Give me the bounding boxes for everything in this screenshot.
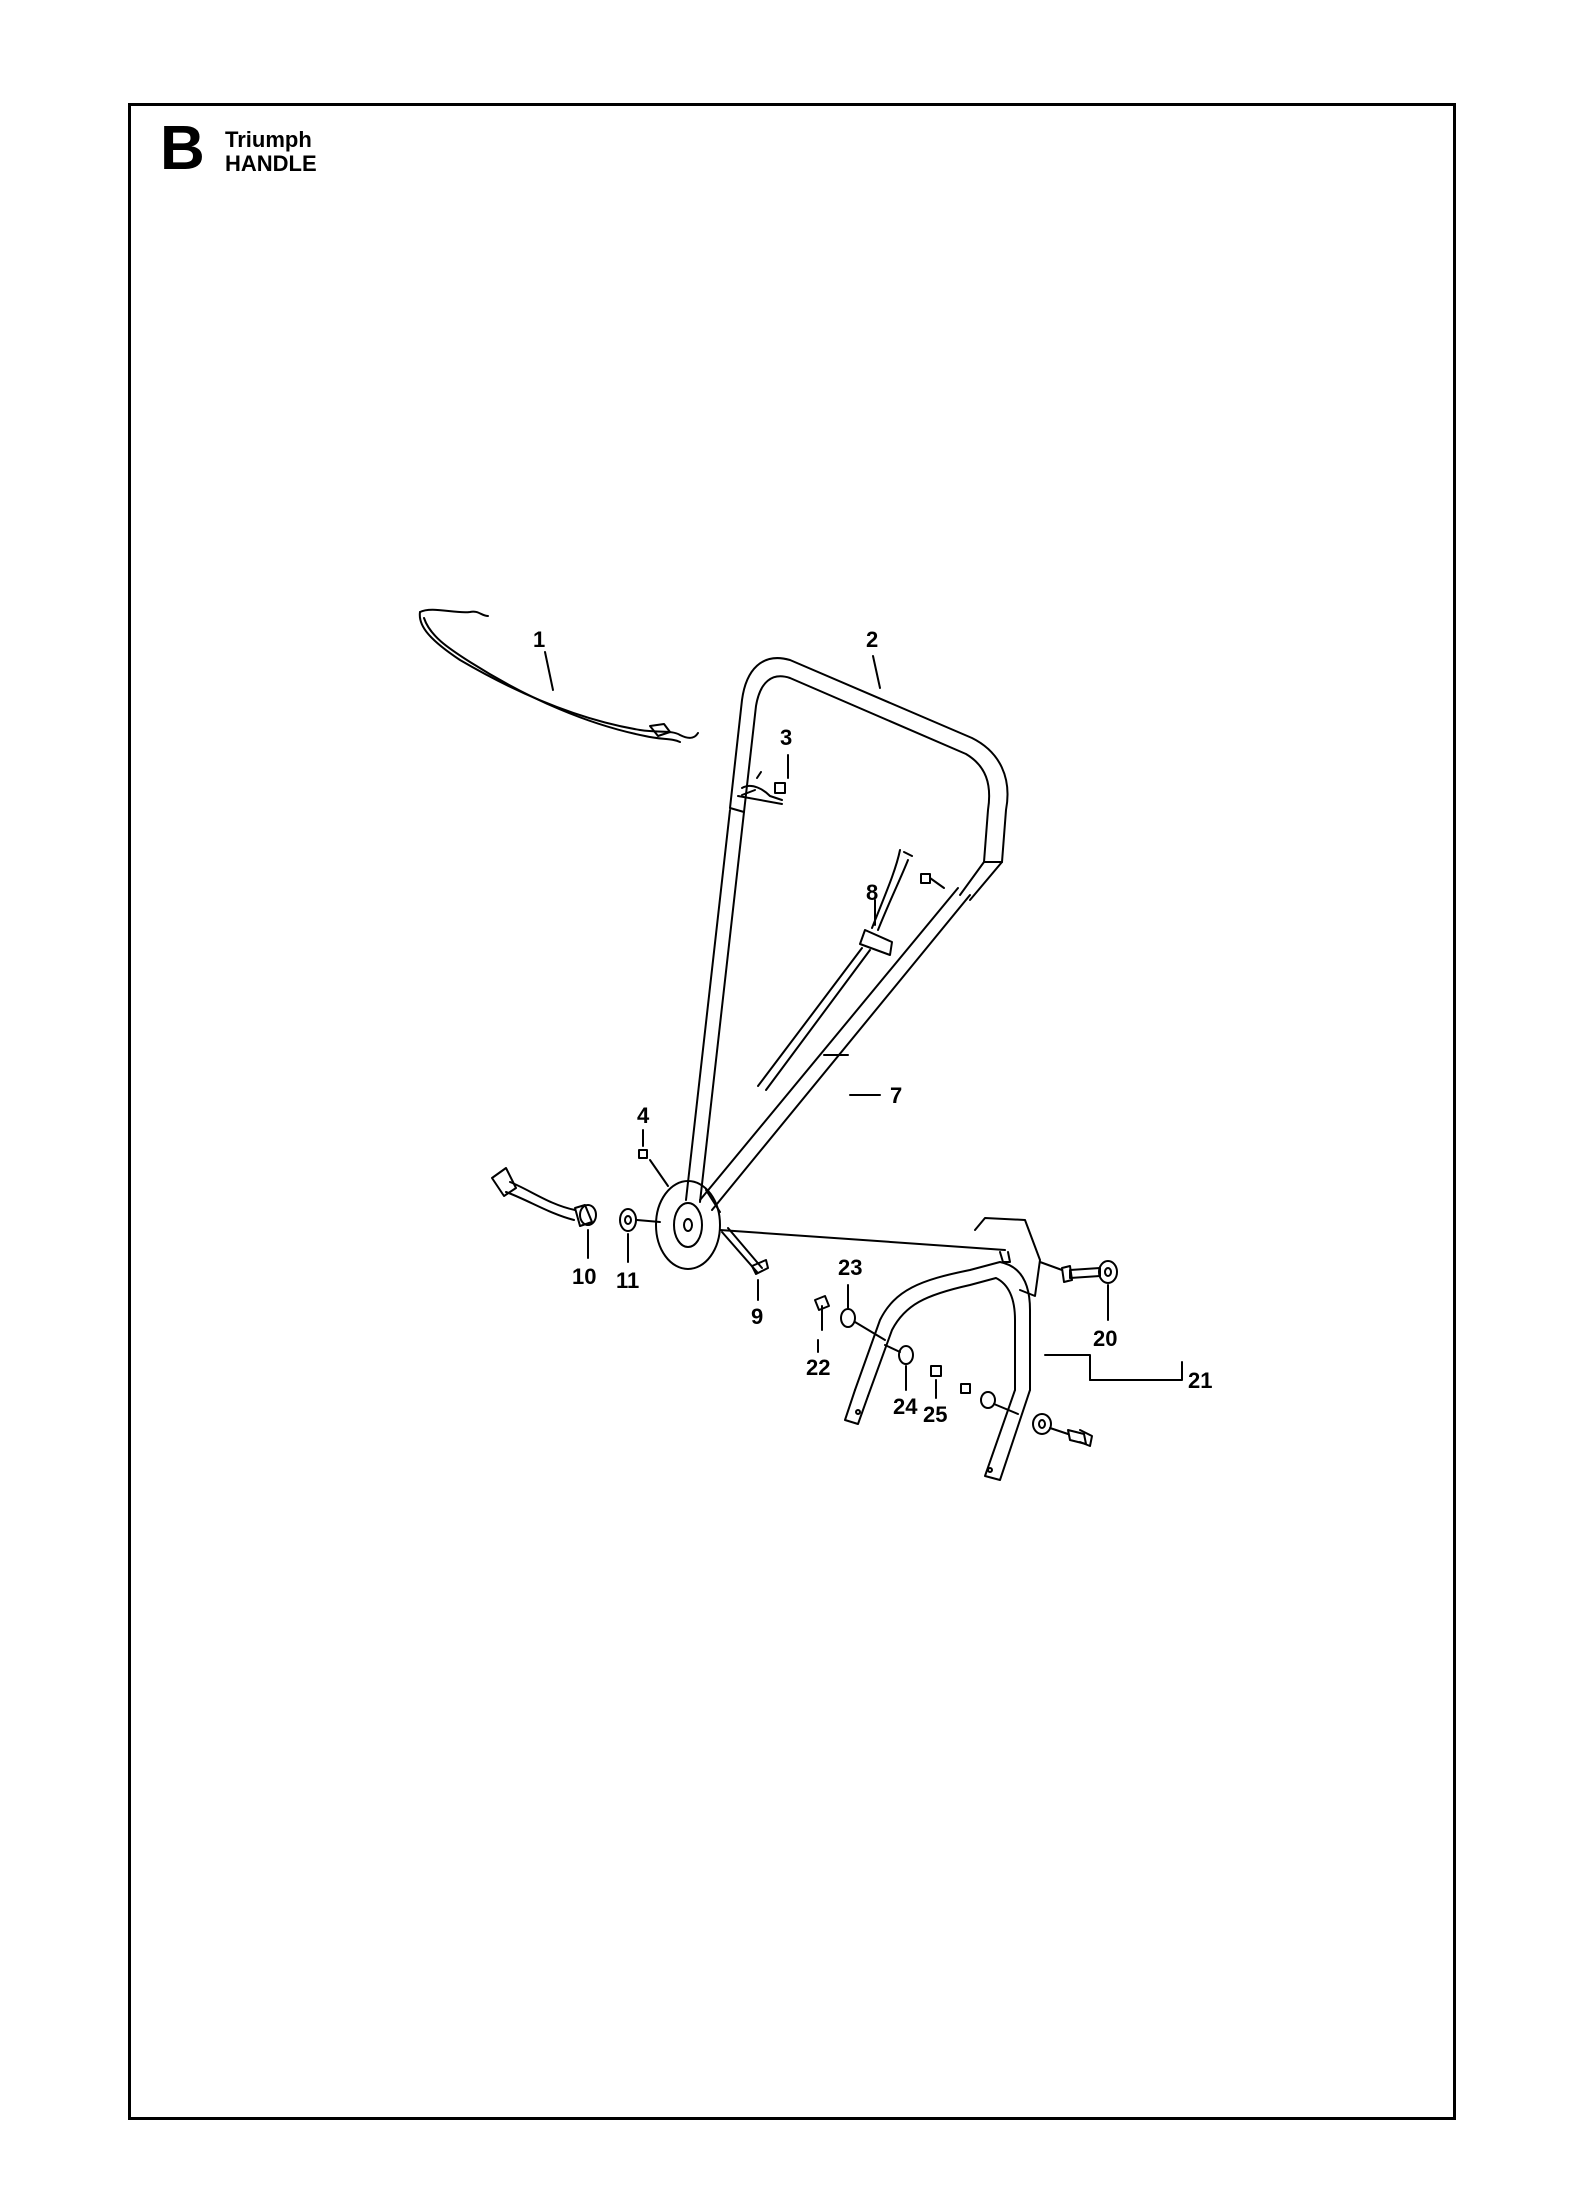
part-4-nut xyxy=(638,1129,669,1187)
part-2-upper-handle xyxy=(685,657,1009,1203)
callout-20: 20 xyxy=(1093,1326,1117,1351)
part-1-cable xyxy=(418,608,699,743)
callout-21: 21 xyxy=(1188,1368,1212,1393)
callout-24: 24 xyxy=(893,1394,918,1419)
callout-25: 25 xyxy=(923,1402,947,1427)
part-20-bolt-washer xyxy=(1039,1260,1118,1321)
part-3-nut-bracket xyxy=(737,754,789,805)
callout-8: 8 xyxy=(866,880,878,905)
callout-4: 4 xyxy=(637,1103,650,1128)
part-22-bolt xyxy=(814,1295,830,1353)
handle-pivot-hub xyxy=(655,1180,721,1270)
part-8-cable-clip xyxy=(757,849,913,1091)
callout-11: 11 xyxy=(616,1268,639,1293)
title-block: Triumph HANDLE xyxy=(225,128,317,176)
right-side-fasteners xyxy=(960,1383,1093,1447)
callout-7: 7 xyxy=(890,1083,902,1108)
part-9-bolt xyxy=(721,1227,769,1301)
part-23-washer xyxy=(840,1284,886,1341)
leader-2 xyxy=(872,655,881,689)
part-7-lower-handle xyxy=(699,873,971,1211)
callout-22: 22 xyxy=(806,1355,830,1380)
callout-9: 9 xyxy=(751,1304,763,1329)
part-21-lower-frame xyxy=(719,1217,1183,1481)
callout-23: 23 xyxy=(838,1255,862,1280)
callout-2: 2 xyxy=(866,627,878,652)
callout-3: 3 xyxy=(780,725,792,750)
section-letter: B xyxy=(160,114,205,183)
model-name: Triumph xyxy=(225,127,312,152)
part-11-washer xyxy=(619,1208,661,1263)
part-10-knob xyxy=(491,1167,597,1259)
callout-10: 10 xyxy=(572,1264,596,1289)
leader-1 xyxy=(544,651,554,691)
page-frame xyxy=(128,103,1456,2120)
part-25-nut xyxy=(930,1365,942,1399)
section-title: HANDLE xyxy=(225,151,317,176)
part-24-washer xyxy=(884,1344,914,1391)
callout-1: 1 xyxy=(533,627,545,652)
